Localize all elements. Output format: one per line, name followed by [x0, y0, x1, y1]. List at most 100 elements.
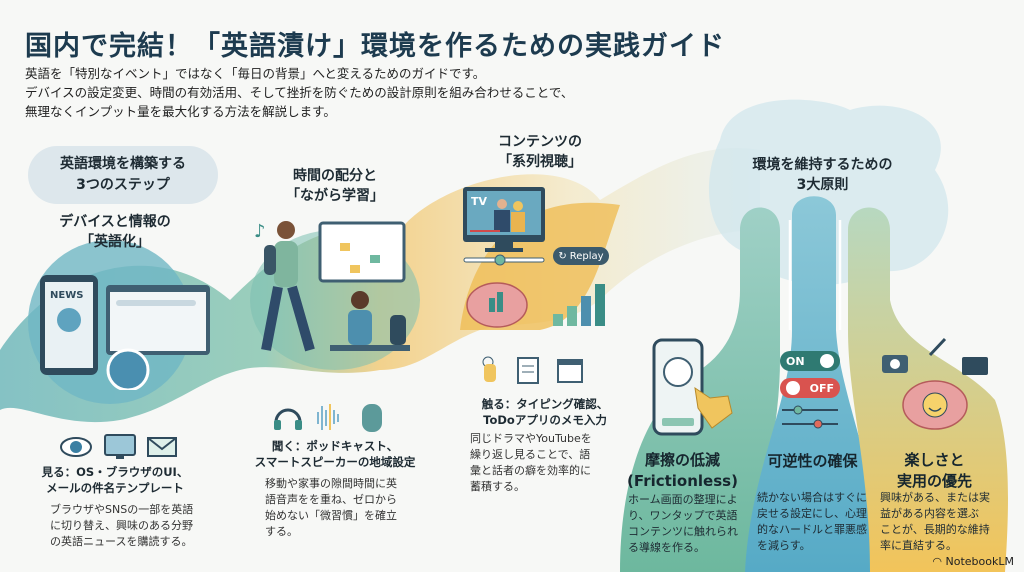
toggle-on-label: ON — [786, 354, 805, 368]
principle1-body: ホーム画面の整理によ り、ワンタップで英語 コンテンツに触れられ る導線を作る。 — [628, 492, 738, 556]
page-title: 国内で完結！「英語漬け」環境を作るための実践ガイド — [25, 31, 725, 62]
body-line: 始めない「微習慣」を確立 — [265, 509, 397, 522]
brand-label: NotebookLM — [945, 555, 1014, 568]
step1-body: ブラウザやSNSの一部を英語 に切り替え、興味のある分野 の英語ニュースを購読す… — [50, 502, 193, 550]
heading-line: 「英語化」 — [80, 234, 150, 250]
body-line: 同じドラマやYouTubeを — [470, 432, 592, 445]
heading-line: デバイスと情報の — [59, 214, 171, 230]
devices-news-illustration: NEWS — [40, 275, 210, 390]
body-line: 蓄積する。 — [470, 480, 525, 493]
toggle-off-label: OFF — [809, 381, 834, 395]
body-line: コンテンツに触れられ — [628, 525, 738, 538]
body-line: 的なハードルと罪悪感 — [757, 523, 867, 536]
eye-icon — [60, 437, 92, 457]
body-line: する。 — [265, 525, 298, 538]
step1-caption: 見る：OS・ブラウザのUI、 メールの件名テンプレート — [30, 464, 200, 496]
heading-line: 可逆性の確保 — [767, 452, 858, 470]
monitor-icon — [104, 434, 136, 459]
caption-line: 聞く：ポッドキャスト、 — [271, 439, 399, 453]
body-line: ことが、長期的な維持 — [880, 523, 990, 536]
body-line: ブラウザやSNSの一部を英語 — [50, 503, 194, 516]
smart-speaker-icon — [362, 404, 382, 432]
heading-line: 「系列視聴」 — [498, 154, 582, 170]
headphones-icon — [274, 408, 302, 430]
phone-tap-icon — [652, 338, 733, 436]
briefcase-icon — [962, 357, 988, 375]
tv-icon: TV — [463, 187, 545, 266]
principles-heading: 環境を維持するための 3大原則 — [740, 155, 905, 195]
step2-heading: 時間の配分と 「ながら学習」 — [260, 166, 410, 206]
pointer-hand-icon — [482, 356, 496, 382]
news-label: NEWS — [50, 290, 83, 301]
envelope-icon — [147, 437, 177, 457]
heading-line: 時間の配分と — [293, 168, 377, 184]
body-line: 彙と話者の癖を効率的に — [470, 464, 591, 477]
body-line: 繰り返し見ることで、語 — [470, 448, 591, 461]
body-line: 移動や家事の隙間時間に英 — [265, 477, 397, 490]
principle3-heading: 楽しさと 実用の優先 — [872, 450, 997, 492]
notepad-icon — [517, 357, 539, 384]
camera-icon — [882, 355, 908, 373]
brain-progress-illustration — [466, 282, 605, 328]
body-line: ホーム画面の整理によ — [628, 493, 738, 506]
heading-line: コンテンツの — [498, 134, 582, 150]
principle2-heading: 可逆性の確保 — [750, 451, 875, 472]
step3-heading: コンテンツの 「系列視聴」 — [470, 132, 610, 172]
body-line: 興味がある、または実 — [880, 491, 990, 504]
step2-body: 移動や家事の隙間時間に英 語音声をを重ね、ゼロから 始めない「微習慣」を確立 す… — [265, 476, 397, 540]
body-line: 語音声をを重ね、ゼロから — [265, 493, 397, 506]
body-line: 戻せる設定にし、心理 — [757, 507, 867, 520]
principle1-heading: 摩擦の低減 (Frictionless) — [620, 450, 745, 492]
caption-line: 触る：タイピング確認、 — [481, 397, 609, 411]
caption-line: 見る：OS・ブラウザのUI、 — [41, 465, 189, 479]
heading-line: 環境を維持するための — [752, 157, 893, 173]
body-line: に切り替え、興味のある分野 — [50, 519, 193, 532]
body-line: の英語ニュースを購読する。 — [50, 535, 193, 548]
body-line: 益がある内容を選ぶ — [880, 507, 979, 520]
step1-heading: デバイスと情報の 「英語化」 — [40, 212, 190, 252]
cooking-utensil-icon — [928, 337, 947, 357]
heading-line: 楽しさと — [904, 451, 965, 469]
heading-line: (Frictionless) — [627, 472, 738, 490]
body-line: 率に直結する。 — [880, 539, 957, 552]
body-line: 続かない場合はすぐに — [757, 491, 867, 504]
caption-line: メールの件名テンプレート — [46, 481, 184, 495]
notebooklm-brand: ◠ NotebookLM — [932, 555, 1014, 568]
step1-icons — [60, 434, 177, 459]
body-line: る導線を作る。 — [628, 541, 705, 554]
calendar-icon — [557, 359, 583, 383]
body-line: を減らす。 — [757, 539, 811, 552]
principle3-body: 興味がある、または実 益がある内容を選ぶ ことが、長期的な維持 率に直結する。 — [880, 490, 990, 554]
bar-growth-icon — [553, 284, 605, 326]
music-note-icon: ♪ — [254, 221, 266, 242]
subtitle-line: 無理なくインプット量を最大化する方法を解説します。 — [25, 104, 336, 119]
subtitle: 英語を「特別なイベント」ではなく「毎日の背景」へと変えるためのガイドです。 デバ… — [25, 64, 573, 121]
principle2-body: 続かない場合はすぐに 戻せる設定にし、心理 的なハードルと罪悪感 を減らす。 — [757, 490, 867, 554]
step3-body: 同じドラマやYouTubeを 繰り返し見ることで、語 彙と話者の癖を効率的に 蓄… — [470, 431, 592, 495]
heading-line: 摩擦の低減 — [644, 451, 720, 469]
heading-line: 実用の優先 — [896, 472, 972, 490]
replay-icon: ↻ — [558, 250, 567, 262]
step2-icons — [274, 404, 382, 432]
step2-caption: 聞く：ポッドキャスト、 スマートスピーカーの地域設定 — [250, 438, 420, 470]
slider-settings-icon — [782, 405, 838, 429]
subtitle-line: デバイスの設定変更、時間の有効活用、そして挫折を防ぐための設計原則を組み合わせる… — [25, 85, 574, 100]
replay-button[interactable]: ↻Replay — [553, 247, 609, 265]
replay-label: Replay — [569, 250, 604, 262]
off-toggle: OFF — [780, 378, 840, 398]
tv-label: TV — [471, 195, 488, 208]
walking-learner-illustration: ♪ — [254, 221, 410, 352]
heading-line: 3大原則 — [796, 177, 849, 193]
happy-brain-illustration — [882, 337, 988, 430]
heading-line: 「ながら学習」 — [286, 188, 384, 204]
step3-icons — [482, 356, 583, 384]
steps-label-pill: 英語環境を構築する 3つのステップ — [28, 146, 218, 204]
steps-label-line: 3つのステップ — [76, 177, 170, 193]
notebooklm-logo-icon: ◠ — [932, 555, 946, 568]
subtitle-line: 英語を「特別なイベント」ではなく「毎日の背景」へと変えるためのガイドです。 — [25, 66, 486, 81]
steps-label-line: 英語環境を構築する — [60, 156, 186, 172]
caption-line: スマートスピーカーの地域設定 — [254, 455, 416, 469]
step3-caption: 触る：タイピング確認、 ToDoアプリのメモ入力 — [465, 396, 625, 428]
sound-wave-icon — [317, 404, 339, 430]
caption-line: ToDoアプリのメモ入力 — [483, 413, 607, 427]
